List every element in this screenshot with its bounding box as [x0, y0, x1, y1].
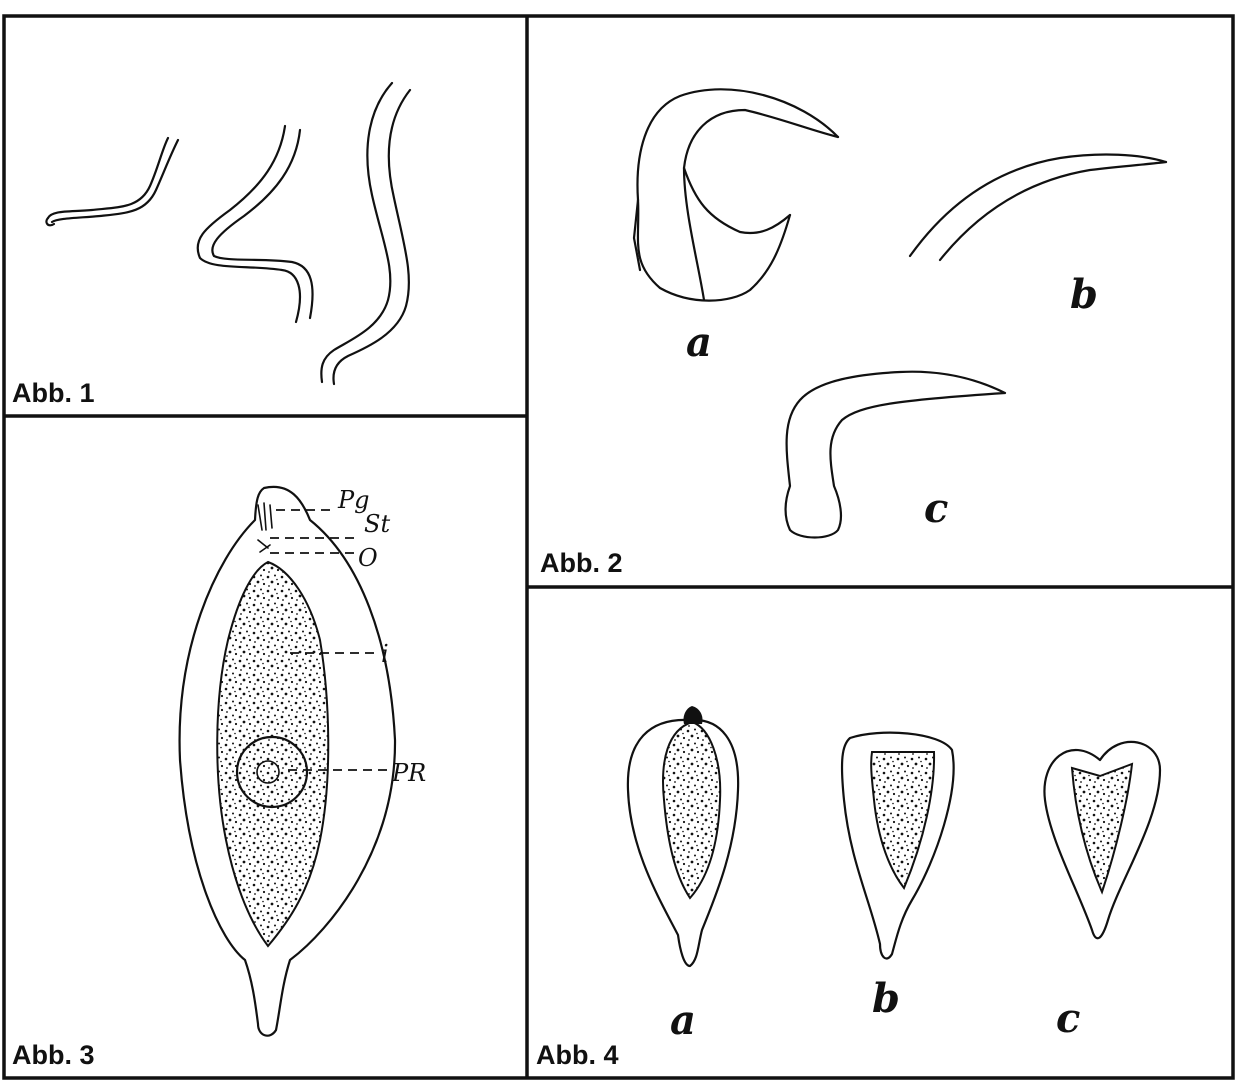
abb4-sublabel-c: c [1056, 995, 1080, 1042]
abb3-annot-i: i [381, 640, 389, 668]
abb2-hook-b [910, 155, 1166, 260]
abb1-larva-large [321, 83, 410, 384]
abb2-panel: a b c Abb. 2 [540, 89, 1166, 578]
abb3-annot-st: St [364, 510, 390, 538]
abb1-panel: Abb. 1 [12, 83, 410, 408]
abb3-annot-o: O [358, 544, 378, 572]
panel-frames [4, 16, 1233, 1078]
abb3-panel: Pg St O i PR Abb. 3 [12, 486, 426, 1070]
abb4-cyst-b [842, 733, 954, 959]
abb3-anterior-organs [258, 503, 272, 552]
abb3-label: Abb. 3 [12, 1040, 95, 1070]
abb2-sublabel-a: a [686, 319, 712, 366]
abb4-cyst-c [1044, 742, 1160, 938]
abb4-cyst-a [628, 706, 738, 966]
abb1-larva-small [46, 138, 178, 225]
abb1-larva-medium [198, 126, 313, 322]
abb2-hook-c [785, 372, 1005, 538]
abb3-annot-pr: PR [391, 759, 426, 787]
abb4-sublabel-b: b [872, 975, 900, 1022]
abb4-sublabel-a: a [670, 997, 696, 1044]
abb3-intestine [217, 562, 328, 946]
abb4-label: Abb. 4 [536, 1040, 619, 1070]
abb2-hook-a [634, 89, 838, 300]
abb1-label: Abb. 1 [12, 378, 95, 408]
abb2-sublabel-c: c [924, 485, 948, 532]
abb2-sublabel-b: b [1070, 271, 1098, 318]
abb4-panel: a b c Abb. 4 [536, 706, 1160, 1070]
abb2-label: Abb. 2 [540, 548, 623, 578]
